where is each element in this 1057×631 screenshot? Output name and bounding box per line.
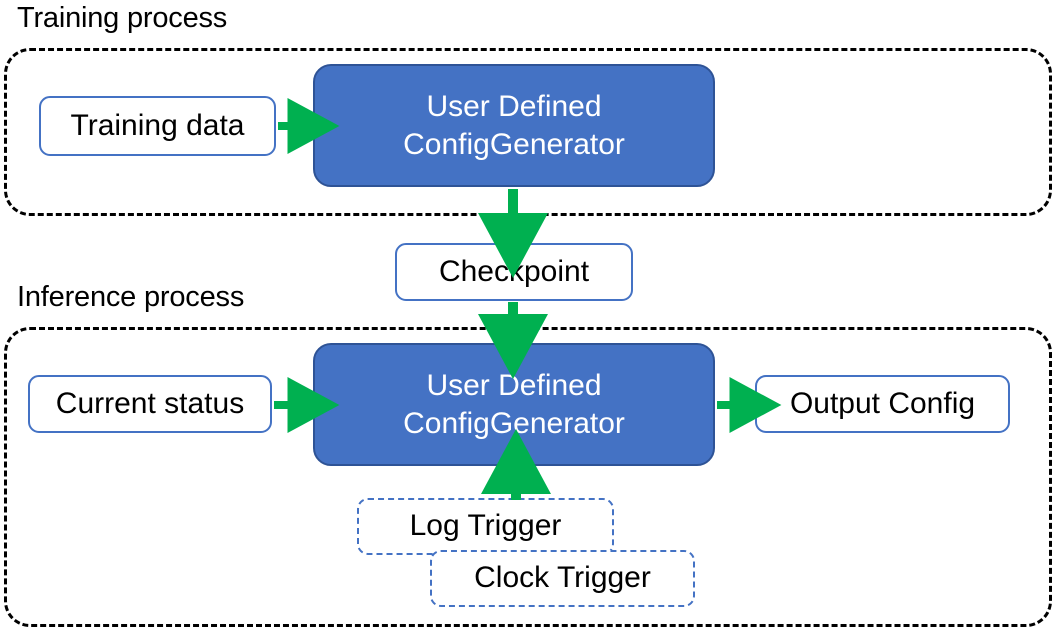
node-user-defined-config-generator-inference[interactable]: User Defined ConfigGenerator	[313, 343, 715, 466]
training-process-title: Training process	[17, 2, 228, 34]
node-label-line1: User Defined	[426, 369, 602, 402]
node-label-line2: ConfigGenerator	[403, 406, 625, 440]
node-log-trigger[interactable]: Log Trigger	[357, 498, 614, 555]
node-current-status[interactable]: Current status	[28, 375, 272, 433]
node-output-config[interactable]: Output Config	[755, 375, 1010, 433]
node-training-data[interactable]: Training data	[39, 96, 276, 156]
node-user-defined-config-generator-training[interactable]: User Defined ConfigGenerator	[313, 64, 715, 187]
node-checkpoint[interactable]: Checkpoint	[395, 243, 633, 301]
node-label-line1: User Defined	[426, 90, 602, 123]
inference-process-title: Inference process	[17, 281, 245, 313]
node-label-line2: ConfigGenerator	[403, 127, 625, 161]
node-clock-trigger[interactable]: Clock Trigger	[430, 550, 695, 607]
